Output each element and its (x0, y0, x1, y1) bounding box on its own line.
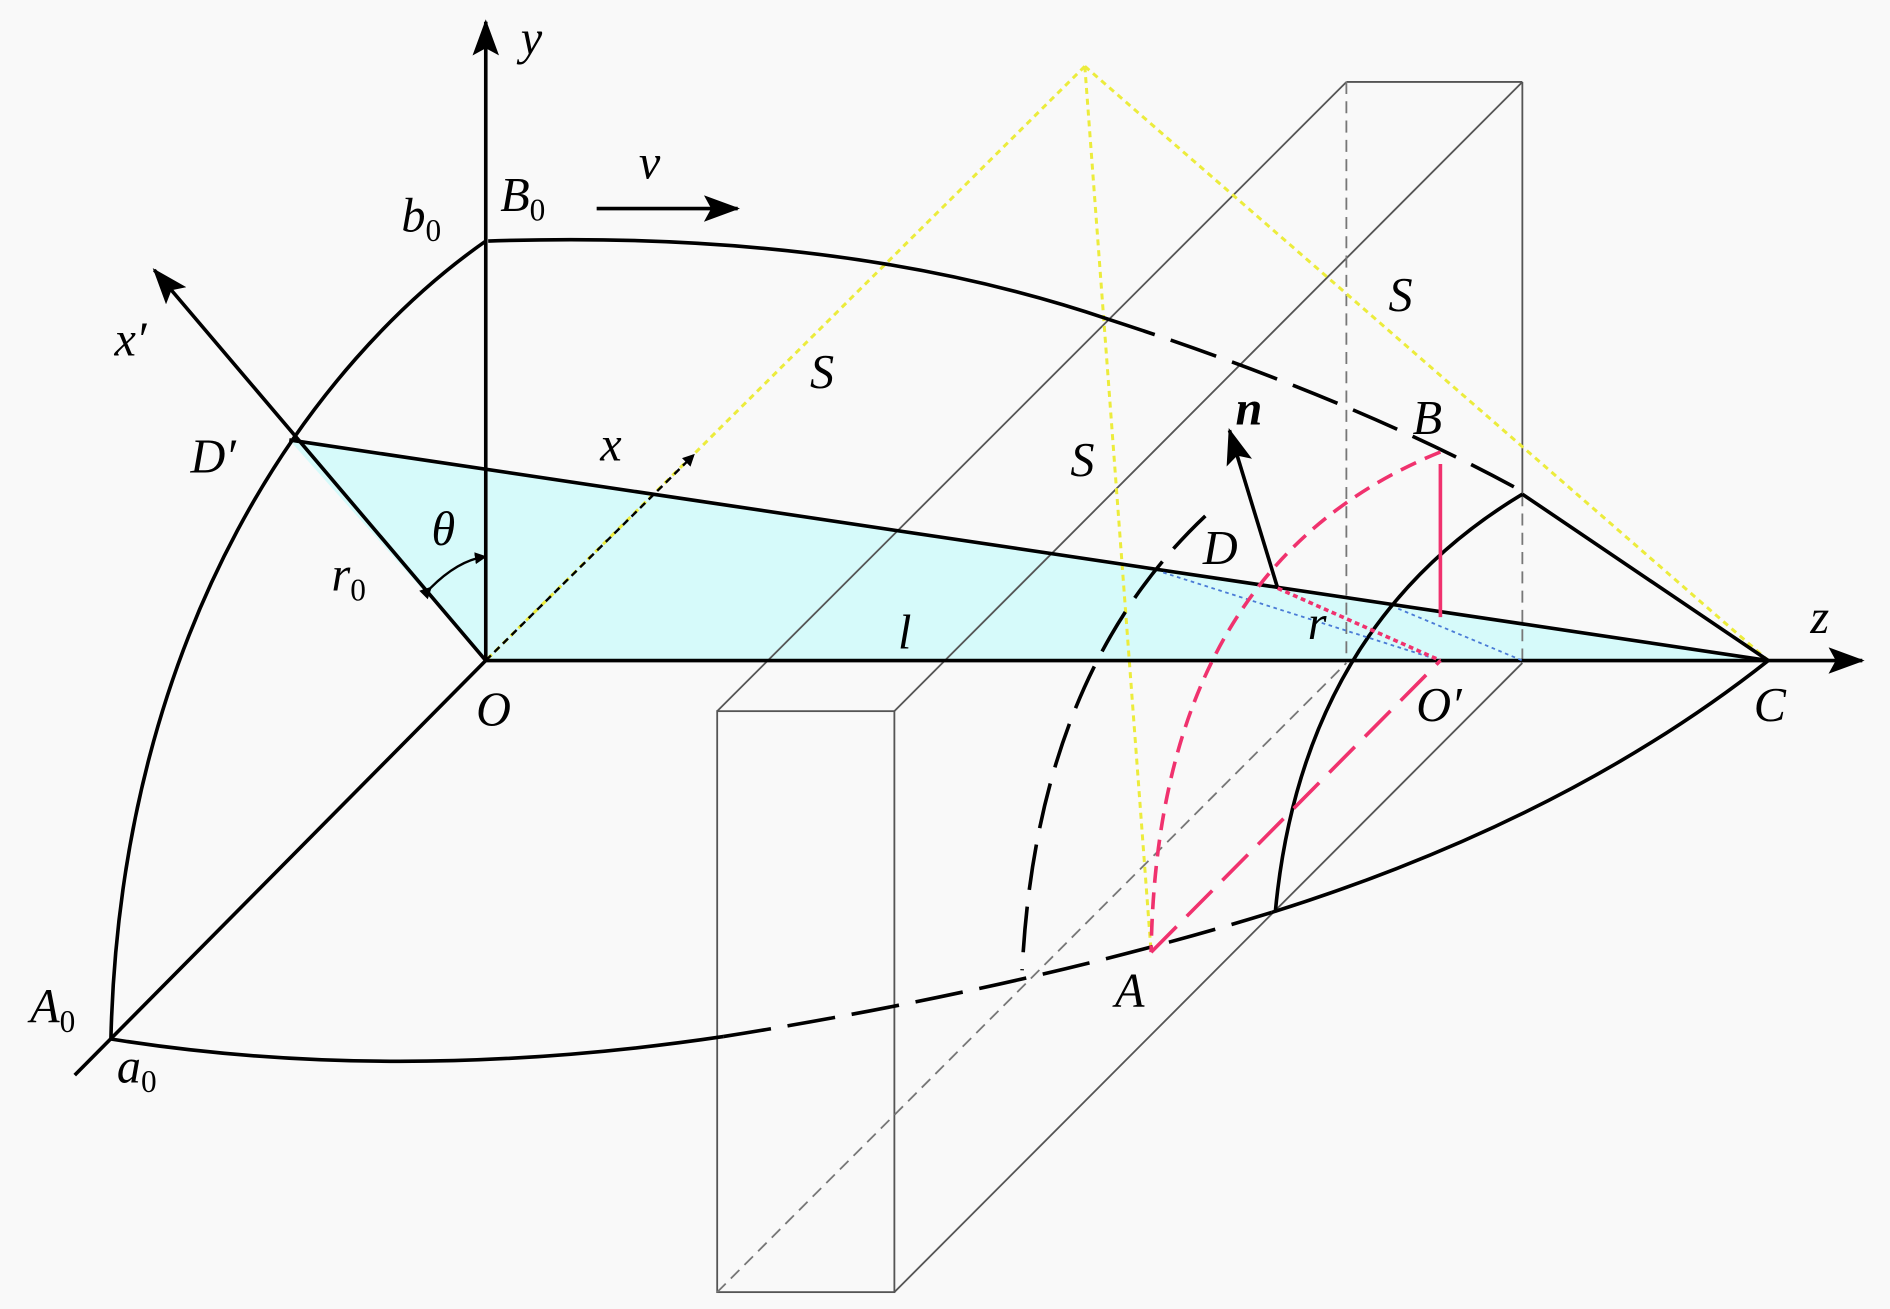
label-S-middle: S (1070, 434, 1094, 487)
label-D-prime: D′ (189, 430, 237, 483)
slab-box (716, 81, 1524, 1294)
label-y: y (516, 12, 543, 65)
cone-outline (109, 237, 1770, 1064)
label-x-prime: x′ (114, 314, 148, 367)
label-D: D (1202, 522, 1238, 575)
label-S-right: S (1389, 269, 1413, 322)
label-x: x (599, 418, 622, 471)
label-A: A (1112, 964, 1145, 1017)
label-l: l (898, 606, 911, 659)
label-b0: b0 (401, 189, 441, 248)
red-cross-section (1149, 450, 1443, 954)
label-theta: θ (432, 503, 456, 556)
label-O: O (476, 684, 511, 737)
label-r: r (1308, 597, 1327, 650)
label-C: C (1754, 679, 1787, 732)
label-v: v (639, 136, 661, 189)
label-O-prime: O′ (1416, 679, 1463, 732)
label-n-vector: n (1235, 382, 1262, 435)
a0-axis (73, 659, 488, 1077)
label-B: B (1413, 392, 1442, 445)
label-a0: a0 (117, 1040, 157, 1099)
label-B0: B0 (500, 169, 545, 228)
label-z: z (1809, 591, 1829, 644)
x-axis-dashed (484, 453, 695, 662)
yellow-projection-lines (484, 65, 1770, 953)
label-A0: A0 (27, 980, 75, 1039)
label-S-left: S (810, 346, 834, 399)
label-r0: r0 (331, 549, 365, 608)
